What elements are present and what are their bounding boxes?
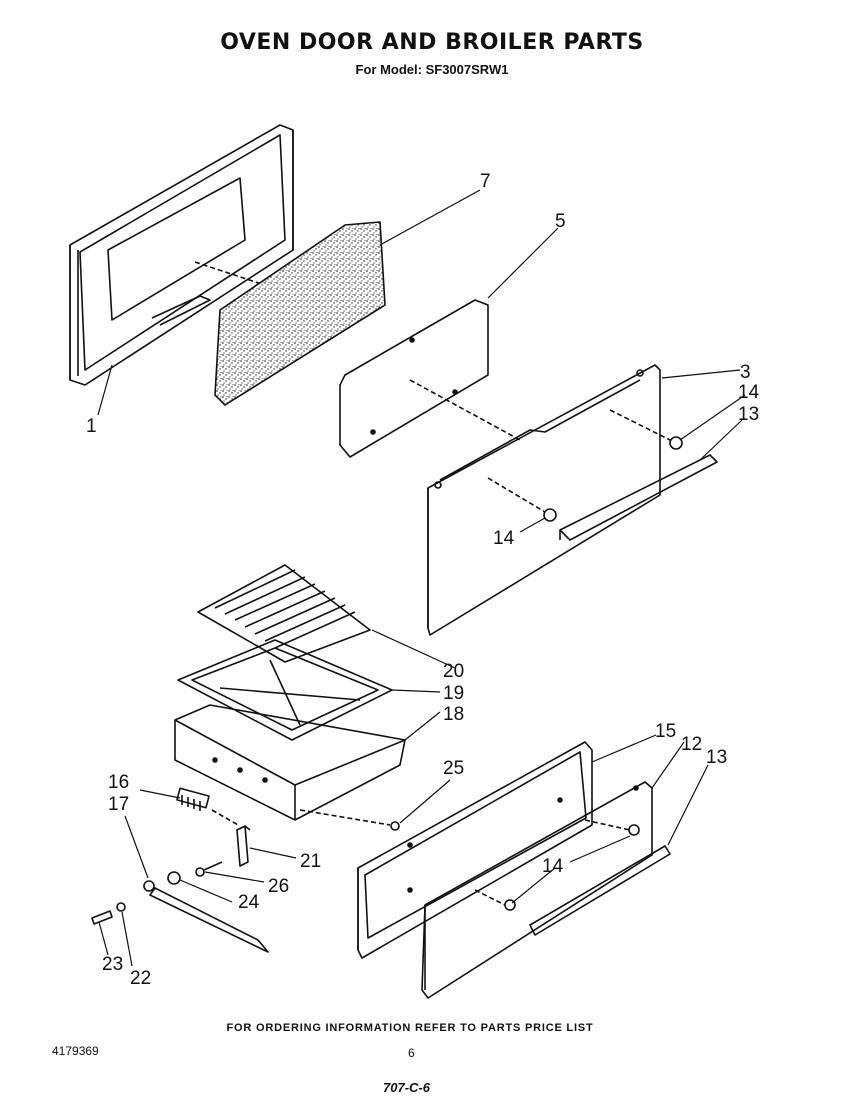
model-subtitle: For Model: SF3007SRW1 [355,62,509,77]
part-19-broiler-pan [177,639,393,741]
callout-26: 26 [268,876,289,897]
callout-13-top: 13 [738,404,759,425]
callout-3: 3 [740,362,751,383]
page-number: 6 [408,1046,415,1060]
part-15-drawer-front [357,741,593,959]
callout-22: 22 [130,968,151,989]
callout-23: 23 [102,954,123,975]
callout-20: 20 [443,661,464,682]
document-number: 4179369 [52,1044,99,1058]
fasteners [91,821,400,953]
callout-19: 19 [443,683,464,704]
callout-17: 17 [108,794,129,815]
part-5-inner-panel [339,299,521,458]
callout-14-mid: 14 [493,528,515,549]
page-title: OVEN DOOR AND BROILER PARTS [220,30,644,55]
part-3-outer-door-panel [427,364,718,636]
callout-5: 5 [555,211,566,232]
ordering-note: FOR ORDERING INFORMATION REFER TO PARTS … [226,1022,594,1034]
callout-21: 21 [300,851,321,872]
callout-15: 15 [655,721,676,742]
callout-18: 18 [443,704,464,725]
part-21-hinge-bracket [236,825,251,867]
callout-7: 7 [480,171,491,192]
leader-lines [97,189,746,967]
handwritten-code: 707-C-6 [383,1080,430,1095]
part-20-broiler-grid [197,564,371,663]
callout-14-bottom: 14 [542,856,564,877]
callout-16: 16 [108,772,129,793]
callout-25: 25 [443,758,464,779]
callout-12: 12 [681,734,702,755]
callout-24: 24 [238,892,260,913]
part-16-holder [176,787,239,826]
part-7-insulation [214,221,386,406]
part-12-outer-drawer-panel [421,781,671,999]
callout-13-bottom: 13 [706,747,727,768]
callout-14-top: 14 [738,382,760,403]
callout-1: 1 [86,416,97,437]
part-18-broiler-drawer [174,704,406,826]
